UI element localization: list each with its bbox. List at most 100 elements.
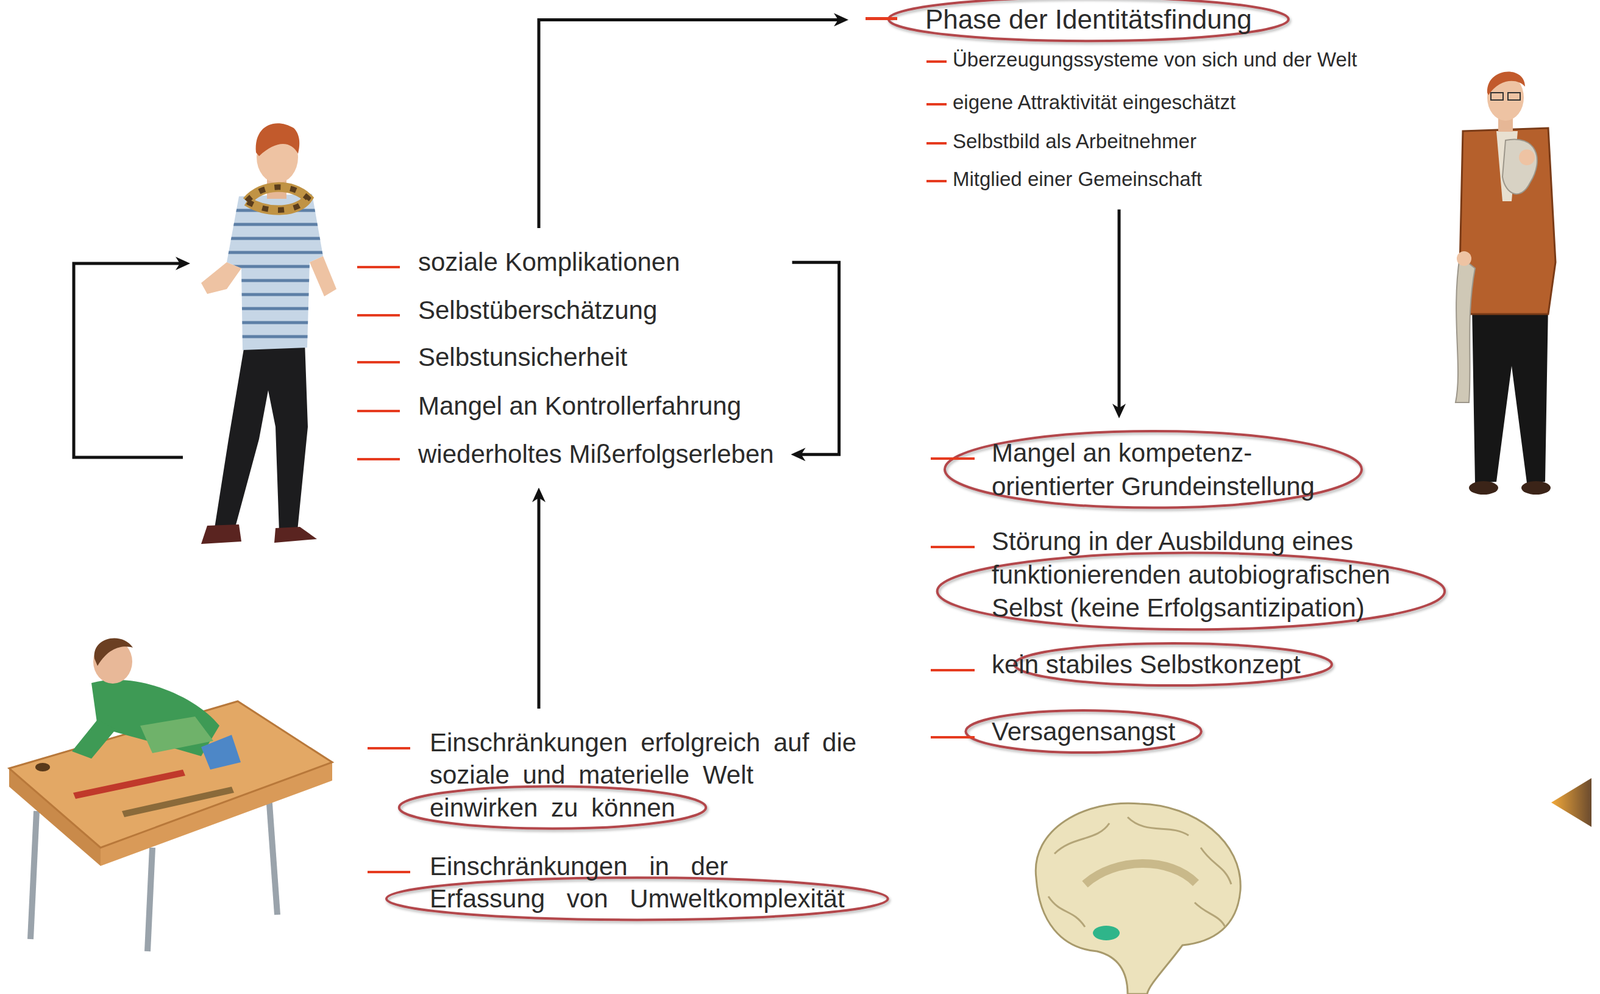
person-figure-right	[1472, 304, 1549, 483]
list-dash	[357, 360, 400, 364]
loop-arrow	[73, 263, 183, 458]
text-group: Mangel an kompetenz- orientierter Grunde…	[916, 420, 1433, 764]
list-dash	[357, 313, 400, 317]
loop-arrow	[73, 263, 183, 458]
person-figure-left	[214, 341, 308, 532]
list-dash	[930, 457, 975, 460]
list-item: Selbstbild als Arbeitnehmer	[952, 129, 1197, 154]
desk-figure	[9, 638, 333, 951]
list-dash	[930, 545, 975, 548]
person-figure-left	[309, 256, 337, 297]
list-item: Mangel an Kontrollerfahrung	[418, 390, 742, 423]
person-figure-right	[1455, 71, 1556, 495]
person-figure-left	[246, 187, 308, 211]
list-dash	[926, 179, 947, 183]
desk-figure	[30, 810, 37, 939]
person-figure-left	[201, 262, 242, 294]
flow-arrow	[1117, 209, 1121, 410]
text-group: soziale KomplikationenSelbstüberschätzun…	[341, 231, 789, 486]
person-figure-left	[219, 335, 330, 339]
person-figure-right	[1507, 92, 1521, 100]
text-group: Einschränkungen erfolgreich auf die sozi…	[352, 711, 880, 930]
list-dash	[865, 17, 898, 21]
person-figure-left	[219, 293, 330, 297]
list-item: Selbstüberschätzung	[418, 294, 658, 327]
list-item: Mangel an kompetenz- orientierter Grunde…	[991, 436, 1334, 503]
person-figure-right	[1518, 149, 1535, 166]
person-figure-right	[1468, 480, 1499, 495]
desk-figure	[9, 700, 333, 848]
list-item: Überzeugungssysteme von sich und der Wel…	[952, 47, 1357, 72]
person-figure-left	[256, 123, 300, 157]
person-figure-left	[219, 237, 330, 241]
list-item: Einschränkungen erfolgreich auf die sozi…	[429, 725, 865, 824]
person-figure-left	[246, 187, 308, 211]
list-dash	[357, 457, 400, 461]
person-figure-right	[1459, 128, 1556, 314]
person-figure-right	[1502, 138, 1538, 194]
text-group: Phase der IdentitätsfindungÜberzeugungss…	[850, 0, 1372, 207]
person-figure-right	[1456, 251, 1472, 266]
desk-figure	[73, 769, 186, 799]
list-dash	[367, 746, 411, 750]
list-dash	[357, 409, 400, 413]
highlight-ring	[888, 0, 1289, 41]
person-figure-right	[1521, 480, 1551, 495]
highlight-ring	[944, 430, 1362, 508]
list-item: soziale Komplikationen	[418, 246, 681, 279]
person-figure-left	[219, 307, 330, 311]
person-figure-left	[219, 251, 330, 255]
person-figure-right	[1490, 92, 1504, 100]
list-item: Versagensangst	[991, 714, 1176, 749]
brain-figure	[1200, 847, 1232, 884]
desk-figure	[35, 762, 50, 772]
person-figure-left	[219, 279, 330, 283]
list-dash	[926, 60, 947, 63]
list-item: Störung in der Ausbildung eines funktion…	[991, 524, 1419, 625]
highlight-ring	[965, 710, 1201, 753]
brain-figure	[1035, 802, 1241, 994]
list-item: eigene Attraktivität eingeschätzt	[952, 90, 1236, 115]
desk-figure	[121, 786, 235, 817]
desk-figure	[268, 786, 278, 915]
list-dash	[926, 142, 947, 145]
list-dash	[367, 870, 411, 873]
desk-figure	[94, 638, 133, 666]
list-item: Einschränkungen in der Erfassung von Umw…	[429, 849, 854, 915]
list-dash	[357, 265, 400, 269]
person-figure-right	[1455, 256, 1476, 403]
flow-arrow	[538, 19, 840, 228]
nav-triangle	[1551, 777, 1592, 827]
brain-figure	[1084, 863, 1196, 884]
desk-figure	[147, 847, 153, 951]
desk-figure	[71, 719, 116, 759]
flow-arrow	[792, 262, 840, 455]
brain-figure	[1048, 896, 1085, 927]
person-figure-right	[1487, 71, 1526, 96]
brain-figure	[1035, 802, 1241, 994]
flow-arrow	[537, 496, 541, 709]
list-item: wiederholtes Mißerfolgserleben	[418, 438, 775, 471]
desk-figure	[91, 679, 220, 756]
list-item: Mitglied einer Gemeinschaft	[952, 167, 1202, 192]
nav-triangle	[1551, 777, 1592, 827]
list-item: Selbstunsicherheit	[418, 341, 628, 374]
person-figure-left	[201, 524, 242, 544]
desk-figure	[201, 734, 241, 770]
list-dash	[930, 735, 975, 739]
list-item: kein stabiles Selbstkonzept	[991, 647, 1301, 682]
brain-figure	[1054, 822, 1110, 854]
person-figure-left	[226, 193, 324, 350]
person-figure-left	[219, 223, 330, 227]
brain-figure	[1092, 925, 1120, 940]
person-figure-left	[274, 526, 317, 543]
list-dash	[930, 668, 975, 672]
person-figure-left	[201, 123, 337, 544]
brain-figure	[1127, 816, 1189, 836]
phase-heading: Phase der Identitätsfindung	[925, 3, 1252, 36]
list-dash	[926, 103, 947, 106]
